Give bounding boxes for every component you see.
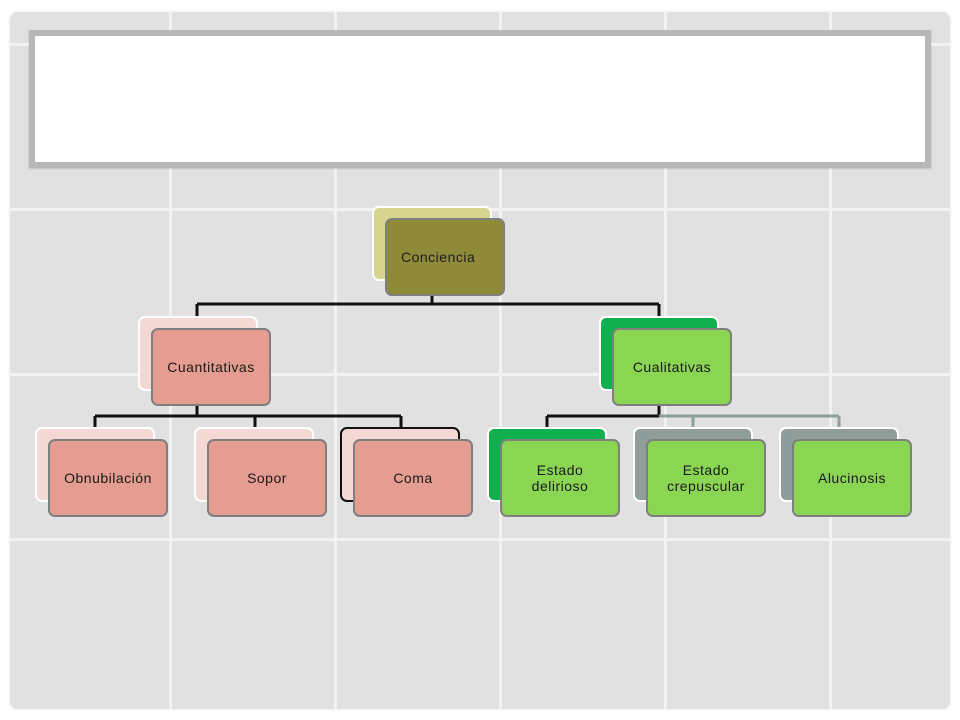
- node-sopor-label: Sopor: [207, 439, 327, 517]
- title-placeholder: [29, 30, 931, 168]
- node-cualitativas: Cualitativas: [599, 316, 732, 406]
- node-obnubilacion: Obnubilación: [35, 427, 168, 517]
- node-coma-label: Coma: [353, 439, 473, 517]
- node-cuantitativas-label: Cuantitativas: [151, 328, 271, 406]
- node-alucinosis: Alucinosis: [779, 427, 912, 517]
- node-estado-crepuscular-label: Estado crepuscular: [646, 439, 766, 517]
- node-conciencia-label: Conciencia: [385, 218, 505, 296]
- node-cuantitativas: Cuantitativas: [138, 316, 271, 406]
- node-cualitativas-label: Cualitativas: [612, 328, 732, 406]
- node-obnubilacion-label: Obnubilación: [48, 439, 168, 517]
- node-sopor: Sopor: [194, 427, 327, 517]
- node-coma: Coma: [340, 427, 473, 517]
- node-estado-crepuscular: Estado crepuscular: [633, 427, 766, 517]
- node-alucinosis-label: Alucinosis: [792, 439, 912, 517]
- node-estado-delirioso: Estado delirioso: [487, 427, 620, 517]
- node-estado-delirioso-label: Estado delirioso: [500, 439, 620, 517]
- node-conciencia: Conciencia: [372, 206, 505, 296]
